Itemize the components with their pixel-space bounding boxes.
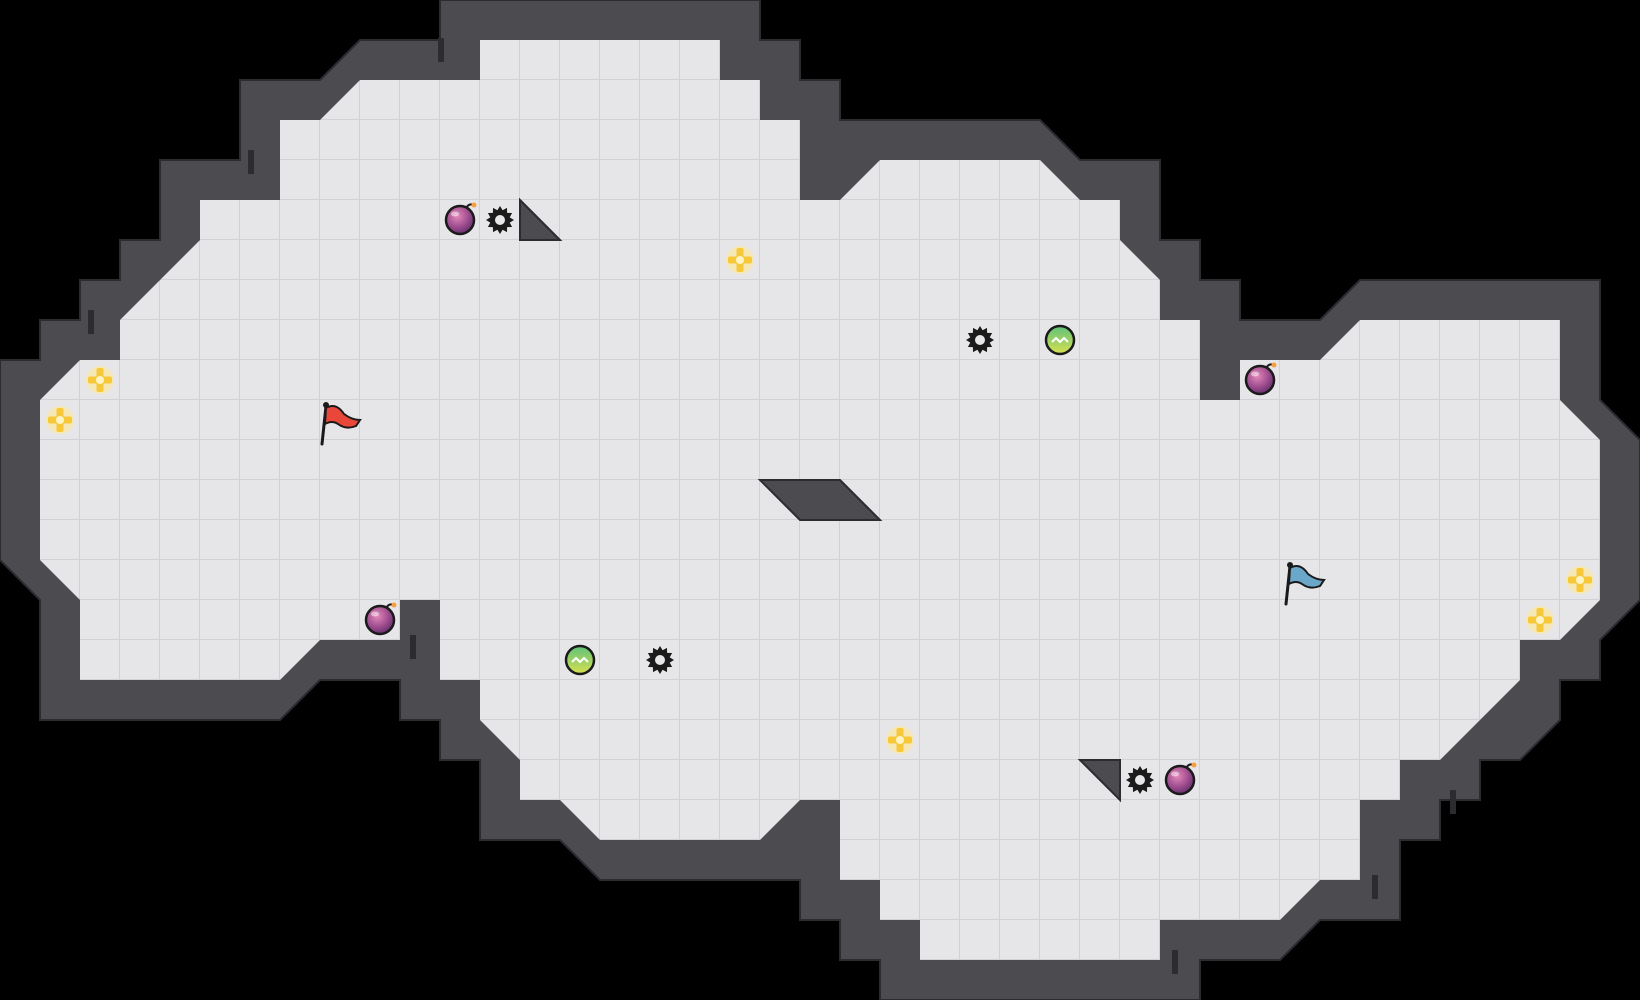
blue-flag-icon [1284,562,1326,606]
bomb-icon [364,602,397,636]
powerup-icon [1526,606,1554,634]
red-flag-icon [320,402,362,446]
bomb-icon [1164,762,1197,796]
bomb-icon [1244,362,1277,396]
powerup-icon [886,726,914,754]
wall-center-block [757,479,883,521]
wall-wedge-bottom [1077,759,1121,803]
wall-wedge-top [519,197,563,241]
powerup-icon [46,406,74,434]
boost-icon [564,644,596,676]
powerup-icon [1566,566,1594,594]
powerup-icon [726,246,754,274]
bomb-icon [444,202,477,236]
spike-icon [966,326,994,354]
boost-icon [1044,324,1076,356]
powerup-icon [86,366,114,394]
spike-icon [1126,766,1154,794]
spike-icon [486,206,514,234]
spike-icon [646,646,674,674]
